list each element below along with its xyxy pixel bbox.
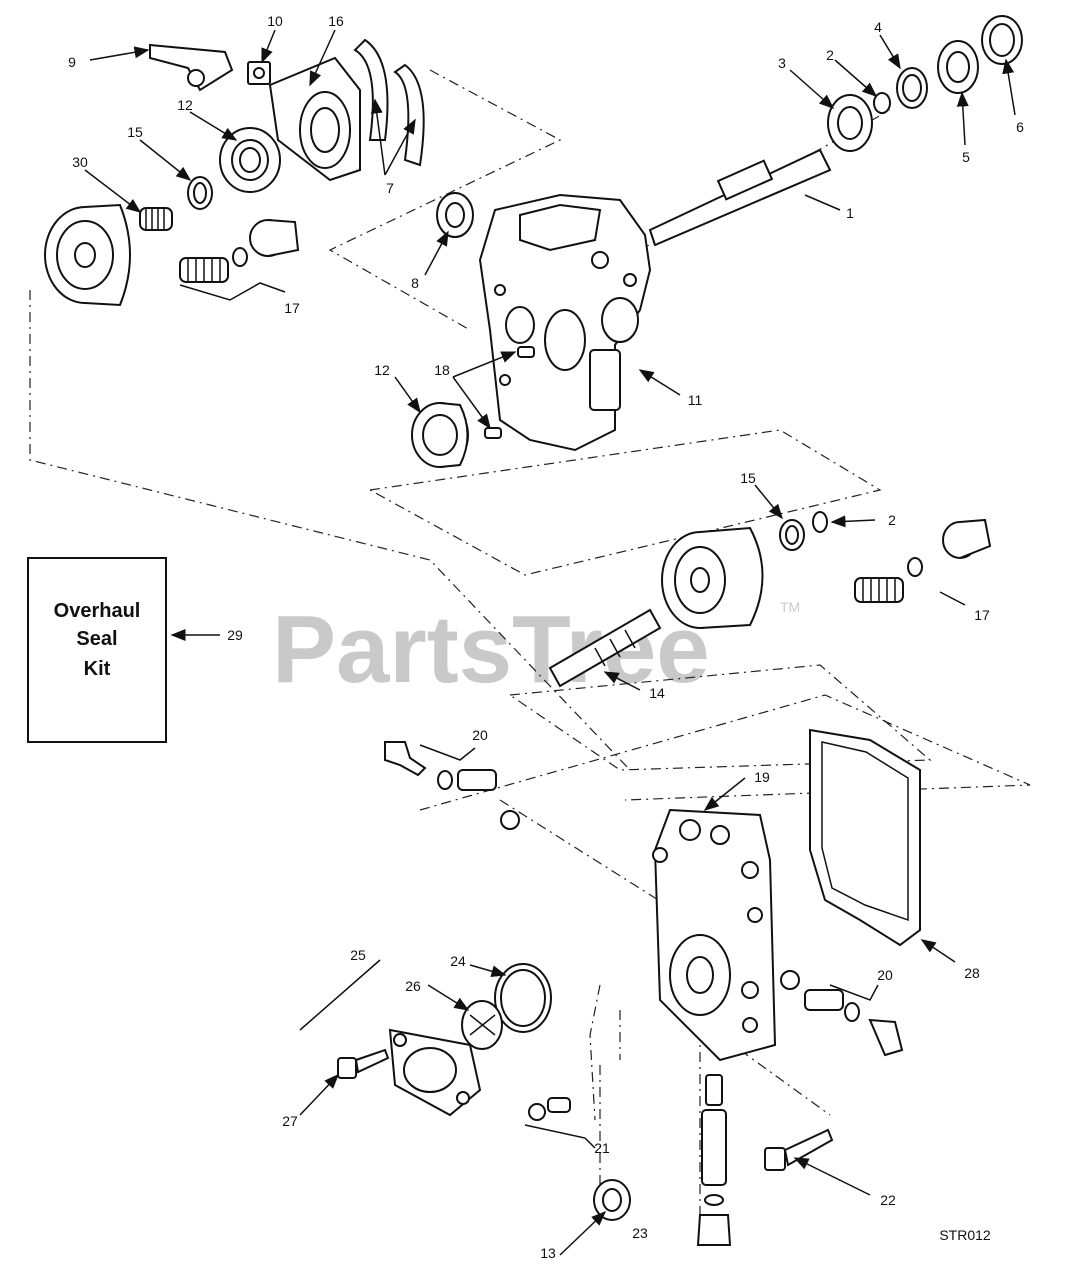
callout-24: 24 [450,953,466,969]
trunnion-swashplate-16 [268,56,361,182]
callout-29: 29 [227,627,243,643]
callout-17-lower: 17 [974,607,990,623]
overhaul-seal-kit-box: Overhaul Seal Kit [27,557,167,743]
washer-4 [896,67,928,109]
seal-13 [593,1179,631,1221]
callout-13: 13 [540,1245,556,1261]
drawing-code: STR012 [939,1227,991,1243]
relief-valve-21 [528,1097,571,1121]
watermark-tm: TM [780,599,800,615]
gasket-28 [809,728,921,947]
callout-25: 25 [350,947,366,963]
callout-22: 22 [880,1192,896,1208]
callout-7: 7 [386,180,394,196]
callout-30: 30 [72,154,88,170]
charge-pump-cover-25 [388,1028,482,1117]
callout-15-lower: 15 [740,470,756,486]
kit-line-2: Seal [76,628,117,650]
bearing-12-lower [411,402,469,468]
callout-14: 14 [649,685,665,701]
callout-27: 27 [282,1113,298,1129]
callout-labels: 9 10 16 12 15 30 17 7 8 1 3 2 4 5 6 11 1… [68,13,1024,1261]
callout-11: 11 [688,392,703,408]
callout-12-upper: 12 [177,97,193,113]
retaining-ring-15-upper [187,176,213,210]
check-valve-20-right [780,970,904,1057]
bearing-12-upper [219,127,281,193]
callout-23: 23 [632,1225,648,1241]
retaining-ring-2-upper [873,92,891,114]
bearing-3 [827,94,873,152]
relief-spring-17-lower [854,518,992,603]
callout-5: 5 [962,149,970,165]
callout-12-lower: 12 [374,362,390,378]
watermark-text: PartsTree [272,596,710,703]
kit-line-1: Overhaul [54,600,141,622]
retaining-ring-2-lower [812,511,828,533]
callout-10: 10 [267,13,283,29]
callout-19: 19 [754,769,770,785]
callout-21: 21 [594,1140,610,1156]
callout-2-lower: 2 [888,512,896,528]
bushing-10 [247,61,271,85]
callout-17-upper: 17 [284,300,300,316]
callout-2-upper: 2 [826,47,834,63]
kit-line-3: Kit [84,658,111,680]
relief-spring-17-upper [179,219,300,283]
check-spring-30 [139,207,173,231]
callout-26: 26 [405,978,421,994]
callout-28: 28 [964,965,980,981]
callout-6: 6 [1016,119,1024,135]
callout-8: 8 [411,275,419,291]
callout-18: 18 [434,362,450,378]
charge-pump-gerotor-26 [461,1000,503,1050]
input-shaft-1 [648,148,832,247]
check-valve-20-left [384,741,520,830]
leader-lines [84,29,1016,1256]
callout-1: 1 [846,205,854,221]
dowel-pins-18 [484,346,535,439]
callout-20-left: 20 [472,727,488,743]
bearing-5 [937,40,979,94]
charge-pump-o-ring-24 [494,963,552,1033]
callout-16: 16 [328,13,344,29]
cap-screw-27 [337,1048,390,1079]
motor-shaft-14 [548,608,662,688]
callout-4: 4 [874,19,882,35]
pump-cylinder-block-upper [44,203,131,307]
bypass-valve-23 [696,1074,732,1246]
center-housing-11 [478,193,652,452]
callout-15-upper: 15 [127,124,143,140]
callout-3: 3 [778,55,786,71]
retaining-ring-15-lower [779,519,805,551]
end-cap-19 [652,808,777,1062]
motor-cylinder-block [661,526,764,629]
seal-6 [981,15,1023,65]
cap-screw-22 [764,1128,834,1171]
control-arm-9 [149,43,234,92]
callout-9: 9 [68,54,76,70]
thrust-plate-7 [353,38,425,167]
callout-20-right: 20 [877,967,893,983]
seal-8 [436,192,474,238]
